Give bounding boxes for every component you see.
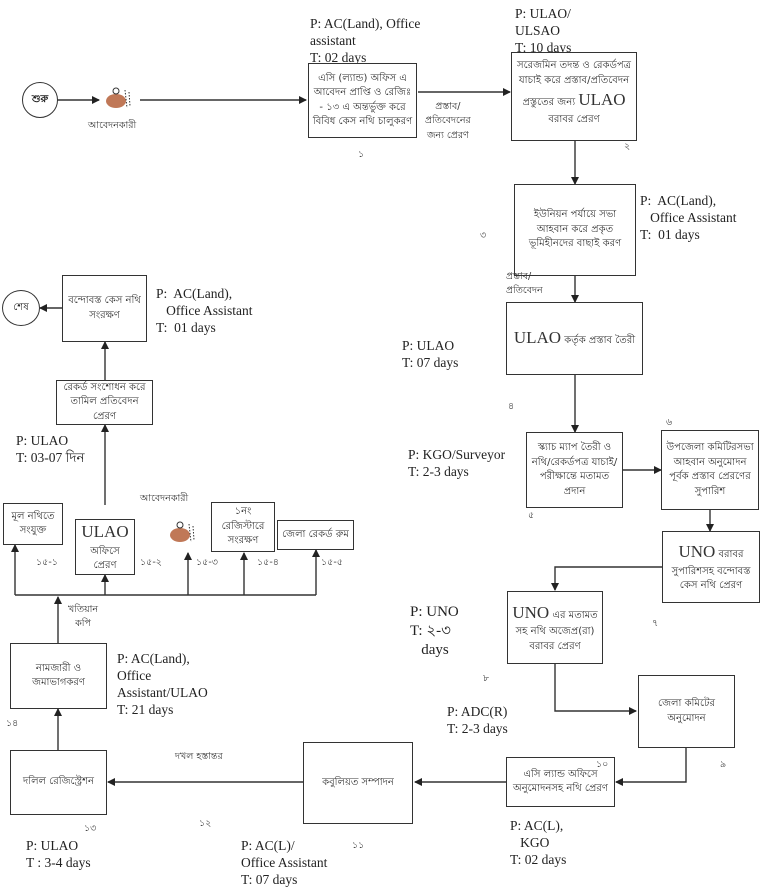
s15-5-text: জেলা রেকর্ড রুম	[282, 528, 349, 540]
s5-note: P: KGO/Surveyor T: 2-3 days	[408, 447, 506, 479]
s15-2-number: ১৫-২	[140, 557, 162, 568]
s14-note: P: AC(Land), Office Assistant/ULAO T: 21…	[117, 651, 208, 717]
step-2-box: সরেজমিন তদন্ত ও রেকর্ডপত্র যাচাই করে প্র…	[511, 52, 637, 141]
s10-note: P: AC(L), KGO T: 02 days	[510, 818, 567, 867]
s9-text: জেলা কমিটের অনুমোদন	[658, 698, 715, 724]
s8-text-post: এর মতামত সহ নথি অজেপ্র(রা) বরাবর প্রেরণ	[515, 609, 598, 652]
step-9-box: জেলা কমিটের অনুমোদন	[638, 675, 735, 748]
s15-4-number: ১৫-৪	[257, 557, 279, 568]
step-17-box: বন্দোবস্ত কেস নথি সংরক্ষণ	[62, 275, 147, 342]
s1-number: ১	[358, 149, 365, 160]
s15-1-text: মূল নথিতে সংযুক্ত	[11, 510, 55, 537]
s4-text: ULAO কর্তৃক প্রস্তাব তৈরী	[514, 326, 635, 351]
s8-note: P: UNO T: ২-৩ days	[410, 604, 459, 658]
step-1-box: এসি (ল্যান্ড) অফিস এ আবেদন প্রাপ্তি ও রে…	[308, 63, 417, 138]
s14-number: ১৪	[6, 718, 19, 729]
s2-text: সরেজমিন তদন্ত ও রেকর্ডপত্র যাচাই করে প্র…	[515, 59, 633, 127]
start-label: শুরু	[31, 93, 49, 105]
s2-text-post: বরাবর প্রেরণ	[548, 113, 600, 125]
s2-note: P: ULAO/ ULSAO T: 10 days	[515, 6, 572, 55]
s17-note: P: AC(Land), Office Assistant T: 01 days	[156, 286, 253, 335]
s3-number: ৩	[480, 230, 487, 241]
s9-note: P: ADC(R) T: 2-3 days	[447, 704, 508, 736]
s4-text-post: কর্তৃক প্রস্তাব তৈরী	[564, 335, 636, 347]
step-7-box: UNO বরাবর সুপারিশসহ বন্দোবস্ত কেস নথি প্…	[662, 531, 760, 603]
s11-note: P: AC(L)/ Office Assistant T: 07 days	[241, 838, 328, 887]
s17-text: বন্দোবস্ত কেস নথি সংরক্ষণ	[68, 295, 141, 321]
applicant-icon	[106, 87, 131, 109]
s7-text: UNO বরাবর সুপারিশসহ বন্দোবস্ত কেস নথি প্…	[666, 540, 756, 594]
s8-number: ৮	[483, 673, 490, 684]
end-label: শেষ	[13, 301, 29, 313]
s6-number: ৬	[666, 417, 673, 428]
step-8-box: UNO এর মতামত সহ নথি অজেপ্র(রা) বরাবর প্র…	[507, 591, 603, 664]
applicant-label: আবেদনকারী	[88, 120, 137, 131]
s11-number: ১১	[352, 840, 365, 851]
s11-text: কবুলিয়ত সম্পাদন	[322, 776, 394, 788]
s9-number: ৯	[720, 759, 727, 770]
s7-number: ৭	[652, 618, 659, 629]
s3-note: P: AC(Land), Office Assistant T: 01 days	[640, 193, 737, 242]
s13-number: ১৩	[84, 823, 97, 834]
edge-label-s1-s2: প্রস্তাব/ প্রতিবেদনের জন্য প্রেরণ	[425, 101, 471, 141]
s7-text-post: বরাবর সুপারিশসহ বন্দোবস্ত কেস নথি প্রেরণ	[671, 549, 751, 592]
edge-label-s11-s13: দখল হস্তান্তর	[175, 751, 223, 762]
edge-s7-s8	[551, 566, 663, 591]
s8-text-big: UNO	[512, 602, 550, 622]
s14-text: নামজারী ও জমাভাগকরণ	[32, 662, 85, 689]
edge-label-s3-s4: প্রস্তাব/ প্রতিবেদন	[506, 271, 543, 297]
s10-text: এসি ল্যান্ড অফিসে অনুমোদনসহ নথি প্রেরণ	[513, 768, 608, 795]
s2-number: ২	[624, 141, 631, 152]
s15-2-text-big: ULAO	[81, 522, 129, 542]
applicant-icon-2	[170, 521, 195, 543]
edge-s9-s10	[615, 747, 687, 786]
s15-3-number: ১৫-৩	[196, 557, 218, 568]
s15-2-text-post: অফিসে প্রেরণ	[90, 545, 120, 572]
step-11-box: কবুলিয়ত সম্পাদন	[303, 742, 413, 824]
s12-number: ১২	[199, 818, 212, 829]
start-node: শুরু	[22, 82, 58, 118]
s2-text-big: ULAO	[578, 90, 626, 109]
s13-note: P: ULAO T : 3-4 days	[26, 838, 91, 870]
s15-1-number: ১৫-১	[36, 557, 58, 568]
s15-2-text: ULAO অফিসে প্রেরণ	[79, 520, 131, 574]
s1-text: এসি (ল্যান্ড) অফিস এ আবেদন প্রাপ্তি ও রে…	[312, 72, 413, 128]
s6-text: উপজেলা কমিটিরসভা আহবান অনুমোদন পূর্বক প্…	[666, 442, 754, 497]
s5-number: ৫	[528, 510, 535, 521]
step-6-box: উপজেলা কমিটিরসভা আহবান অনুমোদন পূর্বক প্…	[661, 430, 759, 510]
s7-text-big: UNO	[678, 542, 716, 562]
s13-text: দলিল রেজিস্ট্রেশন	[22, 776, 95, 788]
step-16-box: রেকর্ড সংশোধন করে তামিল প্রতিবেদন প্রেরণ	[56, 380, 153, 425]
s16-text: রেকর্ড সংশোধন করে তামিল প্রতিবেদন প্রেরণ	[63, 381, 146, 422]
s10-number: ১০	[596, 759, 609, 770]
step-15-2-box: ULAO অফিসে প্রেরণ	[75, 519, 135, 575]
step-13-box: দলিল রেজিস্ট্রেশন	[10, 750, 107, 815]
s4-number: ৪	[508, 401, 515, 412]
applicant-label-2: আবেদনকারী	[140, 493, 189, 504]
s1-note: P: AC(Land), Office assistant T: 02 days	[310, 16, 421, 65]
step-4-box: ULAO কর্তৃক প্রস্তাব তৈরী	[506, 302, 643, 375]
s15-5-number: ১৫-৫	[321, 557, 343, 568]
s2-text-pre: সরেজমিন তদন্ত ও রেকর্ডপত্র যাচাই করে প্র…	[516, 60, 632, 108]
s16-note: P: ULAO T: 03-07 দিন	[16, 433, 85, 465]
step-3-box: ইউনিয়ন পর্যায়ে সভা আহবান করে প্রকৃত ভূ…	[514, 184, 636, 276]
step-15-1-box: মূল নথিতে সংযুক্ত	[3, 503, 63, 545]
s4-text-big: ULAO	[513, 328, 562, 348]
step-5-box: স্ক্যাচ ম্যাপ তৈরী ও নথি/রেকর্ডপত্র যাচা…	[526, 432, 623, 508]
s3-text: ইউনিয়ন পর্যায়ে সভা আহবান করে প্রকৃত ভূ…	[528, 209, 622, 250]
edge-label-s14-bus: খতিয়ান কপি	[68, 604, 99, 630]
s4-note: P: ULAO T: 07 days	[402, 338, 459, 370]
edge-s8-s9	[554, 663, 637, 715]
end-node: শেষ	[2, 290, 40, 326]
s5-text: স্ক্যাচ ম্যাপ তৈরী ও নথি/রেকর্ডপত্র যাচা…	[531, 442, 618, 497]
step-14-box: নামজারী ও জমাভাগকরণ	[10, 643, 107, 709]
s8-text: UNO এর মতামত সহ নথি অজেপ্র(রা) বরাবর প্র…	[511, 601, 599, 655]
step-15-4-box: ১নং রেজিস্টারে সংরক্ষণ	[211, 502, 275, 552]
step-10-box: এসি ল্যান্ড অফিসে অনুমোদনসহ নথি প্রেরণ	[506, 757, 615, 807]
s15-4-text: ১নং রেজিস্টারে সংরক্ষণ	[221, 506, 265, 547]
step-15-5-box: জেলা রেকর্ড রুম	[277, 520, 354, 550]
